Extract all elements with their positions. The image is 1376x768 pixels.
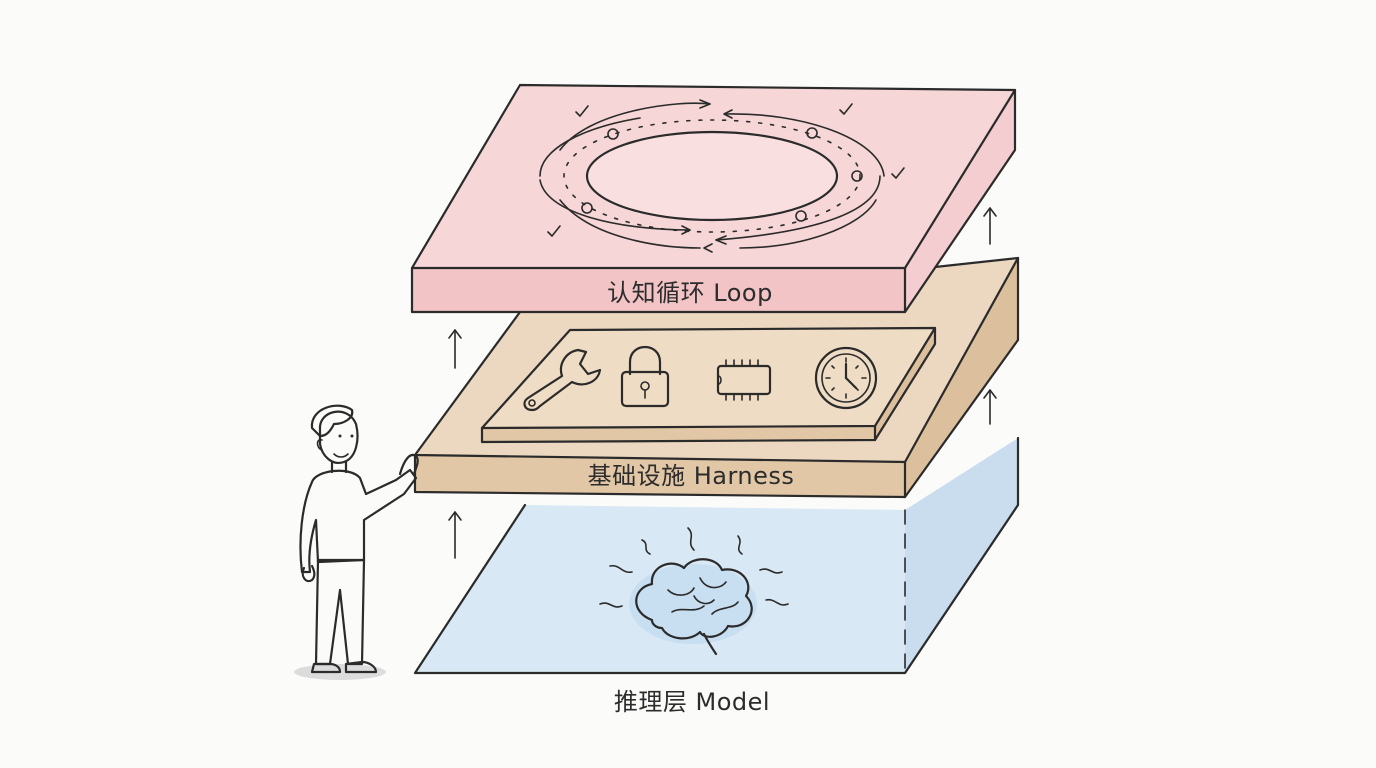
lock-icon (620, 346, 670, 408)
check-icon (839, 103, 853, 115)
loop-layer-label: 认知循环 Loop (607, 279, 773, 307)
arrow-up-icon (983, 207, 997, 245)
up-arrows (448, 207, 997, 559)
person-figure (294, 404, 419, 680)
check-icon (891, 167, 905, 179)
model-layer (413, 436, 1020, 675)
harness-layer-label: 基础设施 Harness (588, 462, 795, 490)
arrow-up-icon (448, 329, 462, 369)
check-icon (547, 225, 561, 237)
harness-layer-front (415, 455, 905, 497)
check-icons (547, 103, 905, 237)
loop-layer-side (905, 90, 1015, 312)
arrow-up-icon (448, 511, 462, 559)
brain-icon (599, 527, 789, 656)
arrow-up-icon (983, 389, 997, 425)
wrench-icon (523, 348, 602, 412)
harness-inner-tray (482, 328, 935, 428)
check-icon (575, 105, 589, 117)
loop-layer: 认知循环 Loop (410, 83, 1017, 314)
loop-layer-front (412, 268, 905, 312)
model-layer-label: 推理层 Model (614, 688, 770, 716)
clock-icon (814, 346, 878, 410)
chip-icon (716, 359, 772, 401)
cycle-loop-icon (539, 99, 885, 253)
harness-layer-side (905, 258, 1018, 497)
model-layer-side (905, 438, 1018, 673)
